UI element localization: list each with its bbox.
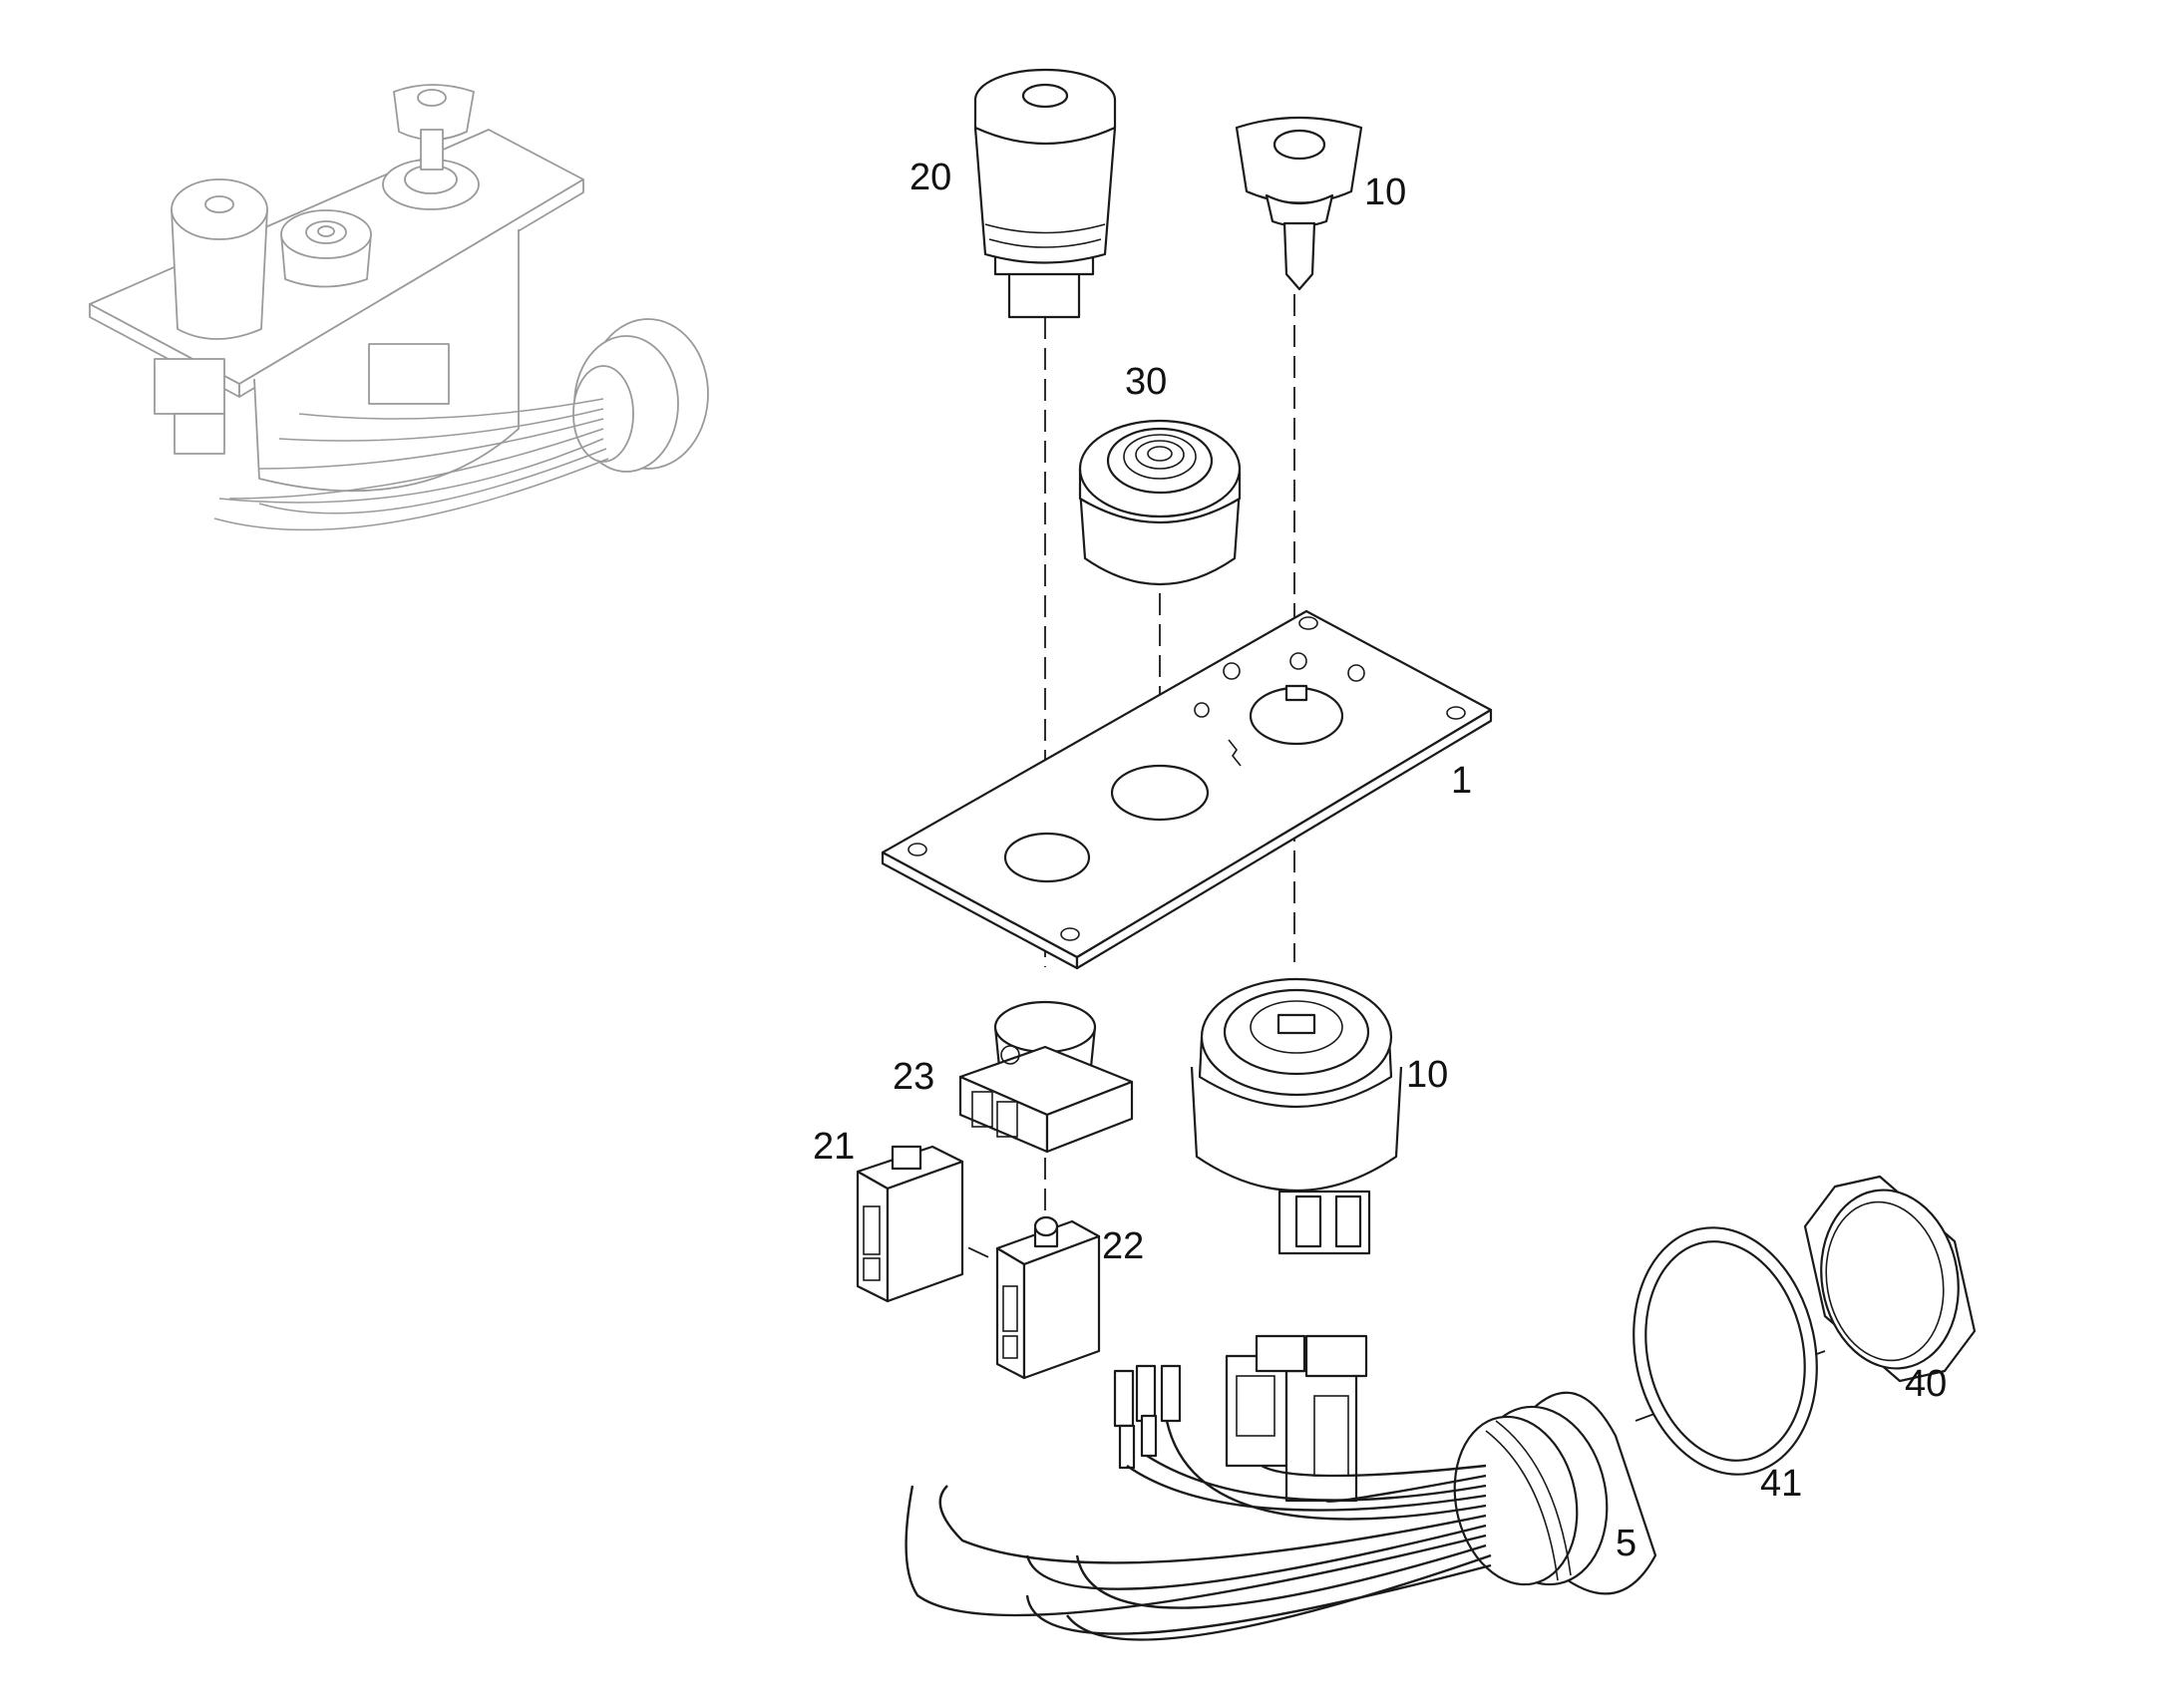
callout-40: 40 — [1905, 1363, 1947, 1405]
callout-10-key: 10 — [1364, 171, 1406, 213]
part-40-hex-nut — [1803, 1175, 1977, 1383]
part-21-contact-block — [856, 1145, 964, 1303]
part-1-panel-plate — [881, 609, 1493, 970]
callout-1: 1 — [1451, 760, 1472, 802]
callout-22: 22 — [1102, 1225, 1144, 1267]
callouts: 20 10 30 1 23 10 21 22 40 41 5 — [813, 157, 1947, 1564]
part-20-pushbutton — [973, 68, 1117, 319]
part-23-bracket — [958, 1000, 1134, 1154]
callout-5: 5 — [1616, 1523, 1636, 1564]
callout-21: 21 — [813, 1126, 855, 1168]
part-22-contact-block — [995, 1215, 1101, 1380]
part-10-key — [1235, 116, 1363, 291]
callout-30: 30 — [1125, 361, 1167, 403]
callout-10-switch: 10 — [1406, 1054, 1448, 1096]
callout-20: 20 — [909, 157, 951, 198]
assembled-overview — [89, 84, 709, 531]
part-10-key-switch — [1190, 977, 1403, 1255]
callout-23: 23 — [893, 1056, 934, 1098]
callout-41: 41 — [1760, 1463, 1802, 1505]
part-30-buzzer — [1078, 419, 1242, 586]
part-5-harness — [905, 1334, 1657, 1641]
part-41-ring — [1633, 1226, 1818, 1476]
